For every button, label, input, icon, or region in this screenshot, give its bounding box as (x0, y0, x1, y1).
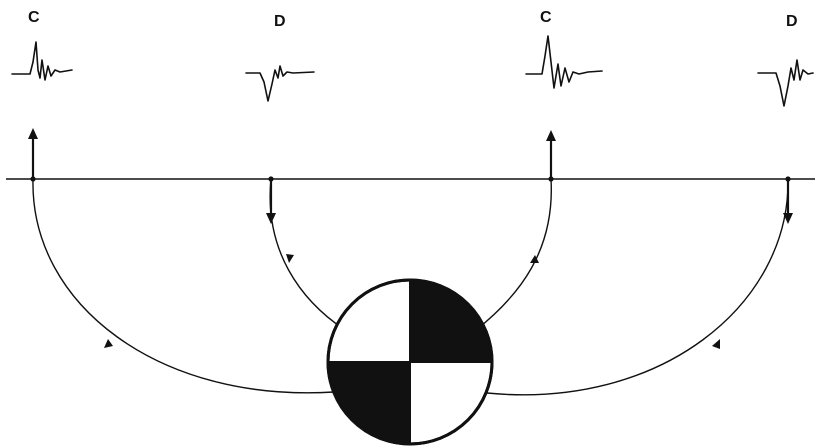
ray-path-station-4 (486, 178, 789, 396)
station-1-waveform (11, 41, 73, 81)
ray-arrowhead-1 (104, 339, 113, 348)
beachball-lower-left-quadrant (328, 362, 410, 444)
ray-path-station-2 (269, 178, 346, 331)
beachball-upper-right-quadrant (410, 280, 492, 362)
station-2-waveform (245, 65, 315, 102)
station-3-label: C (540, 9, 552, 26)
station-4-waveform (757, 59, 814, 107)
station-3-waveform (525, 35, 603, 89)
first-motion-up-arrow-1 (28, 128, 38, 179)
first-motion-down-arrow-2 (266, 179, 276, 224)
ray-arrowhead-3 (530, 255, 539, 263)
ray-arrowhead-2 (286, 254, 294, 263)
station-1-label: C (28, 9, 40, 26)
ray-path-station-1 (32, 178, 335, 394)
ray-path-station-3 (475, 178, 552, 331)
focal-mechanism-beachball (326, 278, 494, 446)
station-2-label: D (274, 13, 286, 30)
first-motion-down-arrow-4 (783, 179, 793, 224)
station-4-label: D (786, 13, 798, 30)
ray-arrowhead-4 (712, 339, 720, 349)
first-motion-up-arrow-3 (546, 130, 556, 179)
